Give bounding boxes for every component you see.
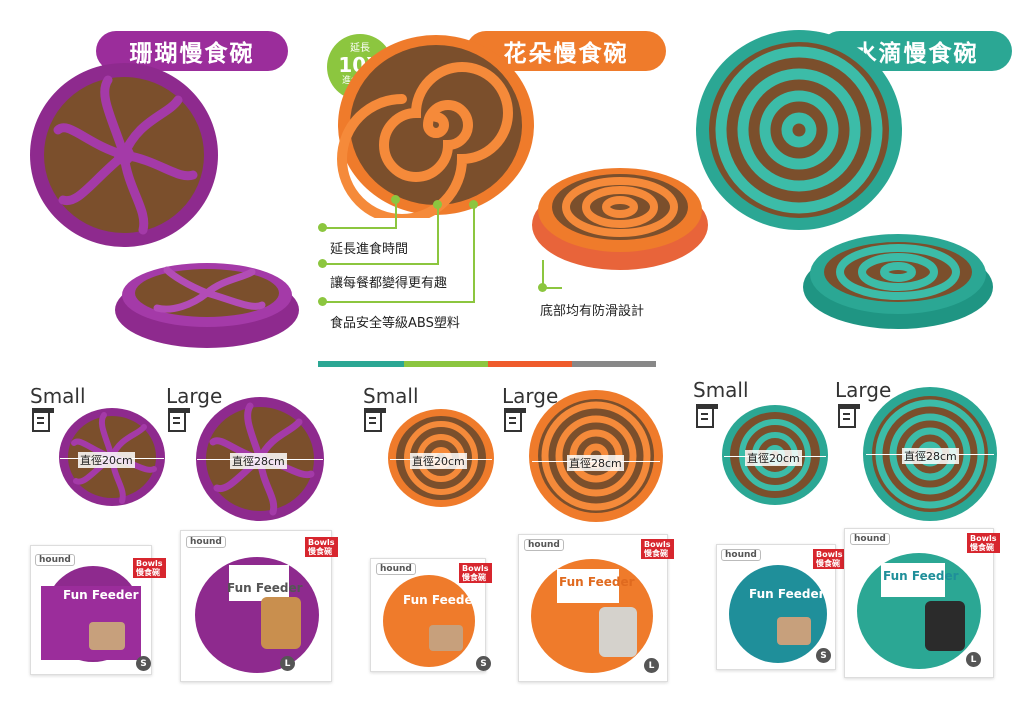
- cup-icon: [168, 408, 190, 432]
- size-badge-l: L: [644, 658, 659, 673]
- drop-small-diameter: 直徑20cm: [745, 450, 802, 466]
- cup-icon: [32, 408, 54, 432]
- product-name: Fun Feeder: [63, 588, 139, 602]
- color-bar-orange: [488, 361, 572, 367]
- drop-bowl-top-image: [696, 30, 902, 230]
- color-bar-teal: [318, 361, 404, 367]
- color-bar-green: [404, 361, 488, 367]
- brand-logo: hound: [186, 536, 226, 548]
- product-name: Fun Feeder: [227, 581, 303, 595]
- drop-large-label: Large: [835, 378, 892, 402]
- callout-abs-plastic: 食品安全等級ABS塑料: [330, 316, 460, 331]
- brand-logo: hound: [721, 549, 761, 561]
- cup-icon: [504, 408, 526, 432]
- size-badge-l: L: [280, 656, 295, 671]
- coral-bowl-top-image: [30, 63, 218, 247]
- flower-bowl-side-image: [532, 168, 708, 270]
- product-name: Fun Feeder: [403, 593, 479, 607]
- brand-logo: hound: [376, 563, 416, 575]
- drop-large-diameter: 直徑28cm: [902, 448, 959, 464]
- product-name: Fun Feeder: [883, 569, 959, 583]
- title-flower-bowl: 花朵慢食碗: [466, 31, 666, 71]
- coral-small-label: Small: [30, 384, 86, 408]
- size-badge-s: S: [136, 656, 151, 671]
- cup-icon: [364, 408, 386, 432]
- cup-icon: [696, 404, 718, 428]
- flower-small-label: Small: [363, 384, 419, 408]
- product-name: Fun Feeder: [559, 575, 635, 589]
- size-badge-s: S: [476, 656, 491, 671]
- flower-large-diameter: 直徑28cm: [567, 455, 624, 471]
- coral-small-diameter: 直徑20cm: [78, 452, 135, 468]
- coral-large-label: Large: [166, 384, 223, 408]
- callout-more-fun: 讓每餐都變得更有趣: [330, 276, 448, 291]
- cup-icon: [838, 404, 860, 428]
- size-badge-l: L: [966, 652, 981, 667]
- color-bar-gray: [572, 361, 656, 367]
- badge-top-text: 延長: [350, 43, 370, 54]
- drop-bowl-side-image: [803, 234, 993, 329]
- brand-logo: hound: [850, 533, 890, 545]
- flower-small-diameter: 直徑20cm: [410, 453, 467, 469]
- drop-small-label: Small: [693, 378, 749, 402]
- flower-bowl-top-image: [337, 35, 534, 218]
- size-badge-s: S: [816, 648, 831, 663]
- product-name: Fun Feeder: [749, 587, 825, 601]
- callout-anti-slip: 底部均有防滑設計: [540, 304, 645, 319]
- coral-bowl-side-image: [115, 263, 299, 348]
- brand-logo: hound: [35, 554, 75, 566]
- brand-logo: hound: [524, 539, 564, 551]
- flower-large-label: Large: [502, 384, 559, 408]
- coral-large-diameter: 直徑28cm: [230, 453, 287, 469]
- callout-longer-eating: 延長進食時間: [330, 242, 409, 257]
